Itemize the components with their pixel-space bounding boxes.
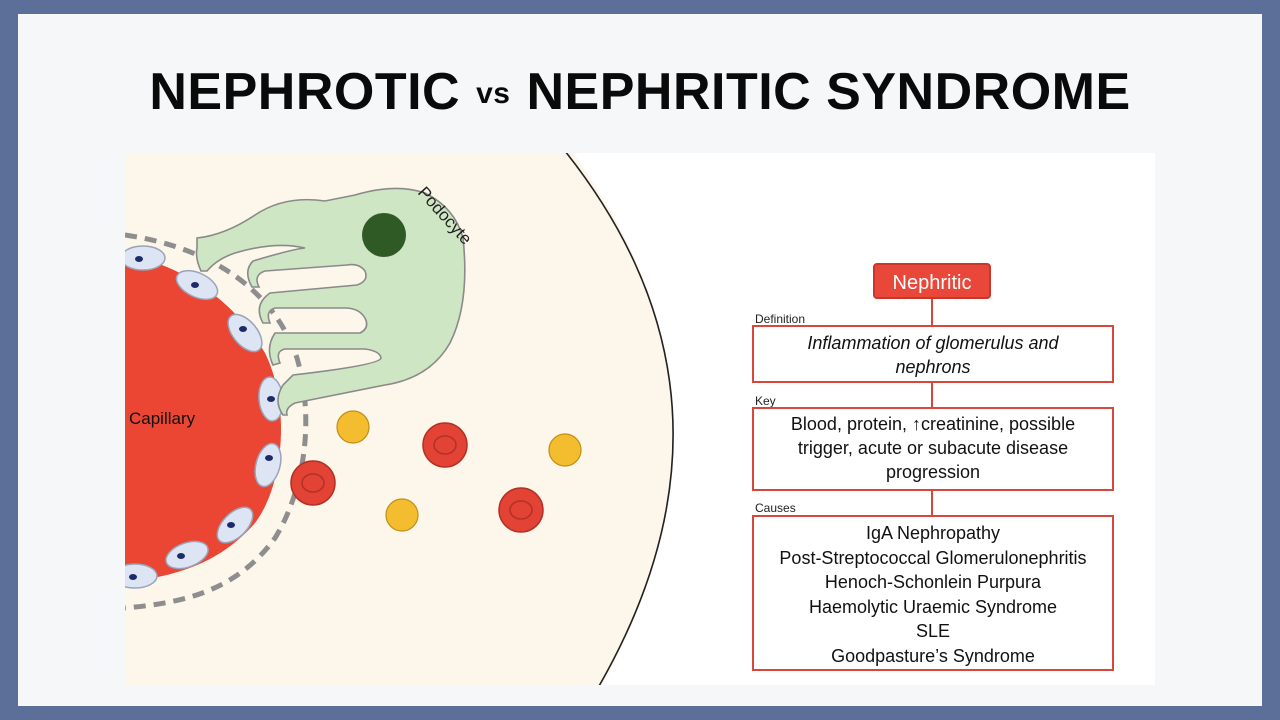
title-vs: vs: [476, 77, 511, 110]
podocyte-nucleus: [362, 213, 406, 257]
connector-line: [931, 491, 933, 515]
figure-panel: Podocyte Capillary Nephritic Definition …: [125, 153, 1155, 685]
capillary-label: Capillary: [129, 409, 196, 428]
cause-item: Henoch-Schonlein Purpura: [824, 572, 1042, 592]
cause-item: Post-Streptococcal Glomerulonephritis: [779, 547, 1087, 568]
title-nephritic-syndrome: NEPHRITIC SYNDROME: [526, 63, 1131, 121]
connector-line: [931, 299, 933, 325]
definition-box: Inflammation of glomerulus and nephrons: [752, 325, 1114, 383]
glomerulus-illustration: Podocyte Capillary: [125, 153, 674, 685]
definition-label: Definition: [755, 312, 806, 326]
bowman-capsule-outline: [565, 153, 674, 685]
flowchart-title: Nephritic: [873, 263, 991, 299]
definition-text: Inflammation of glomerulus and nephrons: [807, 333, 1059, 377]
causes-box: IgA Nephropathy Post-Streptococcal Glome…: [752, 515, 1114, 671]
key-box: Blood, protein, ↑creatinine, possible tr…: [752, 407, 1114, 491]
basement-membrane: [125, 232, 309, 611]
cause-item: IgA Nephropathy: [865, 523, 1001, 543]
key-label: Key: [755, 394, 776, 408]
endothelial-cells: [125, 245, 284, 589]
protein-molecules: [336, 410, 582, 532]
cause-item: Haemolytic Uraemic Syndrome: [808, 596, 1058, 617]
causes-label: Causes: [755, 501, 796, 515]
key-text: Blood, protein, ↑creatinine, possible tr…: [790, 414, 1076, 482]
connector-line: [931, 383, 933, 407]
cause-item: SLE: [915, 621, 951, 641]
slide-title: NEPHROTIC vs NEPHRITIC SYNDROME: [0, 62, 1280, 122]
title-nephrotic: NEPHROTIC: [149, 63, 461, 121]
cause-item: Goodpasture’s Syndrome: [831, 645, 1035, 666]
red-blood-cells: [290, 422, 544, 533]
